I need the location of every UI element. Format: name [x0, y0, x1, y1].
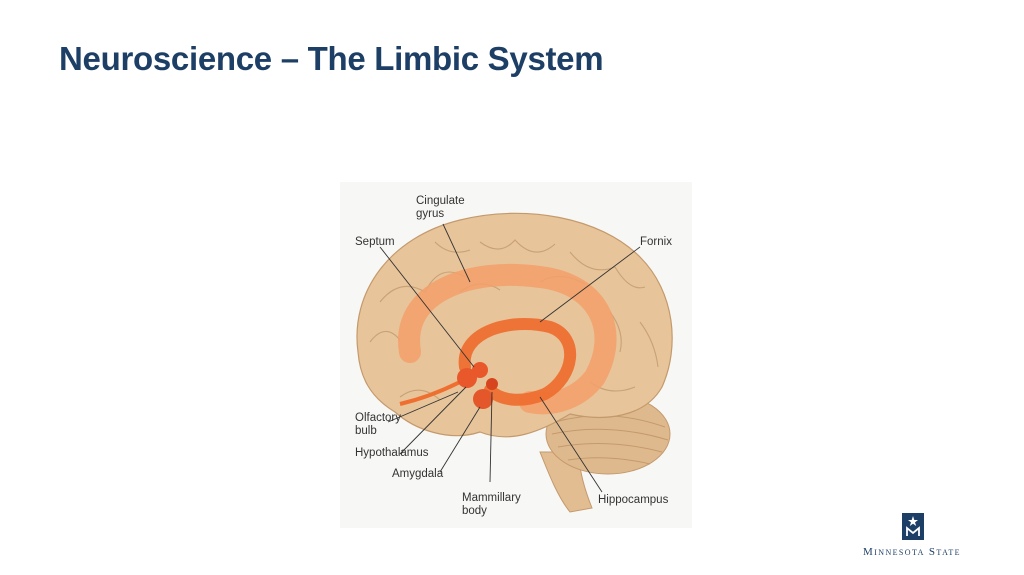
fornix-arc — [458, 318, 577, 406]
limbic-system-figure: Cingulate gyrus Septum Fornix Olfactory … — [340, 182, 692, 528]
logo-wordmark: Minnesota State — [863, 546, 961, 558]
brain-illustration — [356, 212, 673, 513]
label-cingulate-gyrus: Cingulate gyrus — [416, 195, 465, 220]
label-hypothalamus: Hypothalamus — [355, 447, 429, 459]
label-septum: Septum — [355, 236, 395, 248]
amygdala-shape — [473, 389, 493, 409]
label-fornix: Fornix — [640, 236, 672, 248]
cingulate-gyrus-arc — [398, 263, 617, 415]
septum-shape — [472, 362, 488, 378]
label-amygdala: Amygdala — [392, 468, 444, 480]
slide-title: Neuroscience – The Limbic System — [59, 40, 604, 77]
leader-lines — [379, 223, 641, 493]
star-m-icon — [902, 513, 924, 540]
label-olfactory-bulb: Olfactory bulb — [355, 412, 402, 437]
label-mammillary-body: Mammillary body — [462, 492, 521, 517]
label-hippocampus: Hippocampus — [598, 494, 669, 506]
mammillary-shape — [486, 378, 498, 390]
hypothalamus-shape — [457, 368, 477, 388]
olfactory-stalk — [399, 380, 461, 406]
minnesota-state-logo: Minnesota State — [850, 513, 974, 561]
